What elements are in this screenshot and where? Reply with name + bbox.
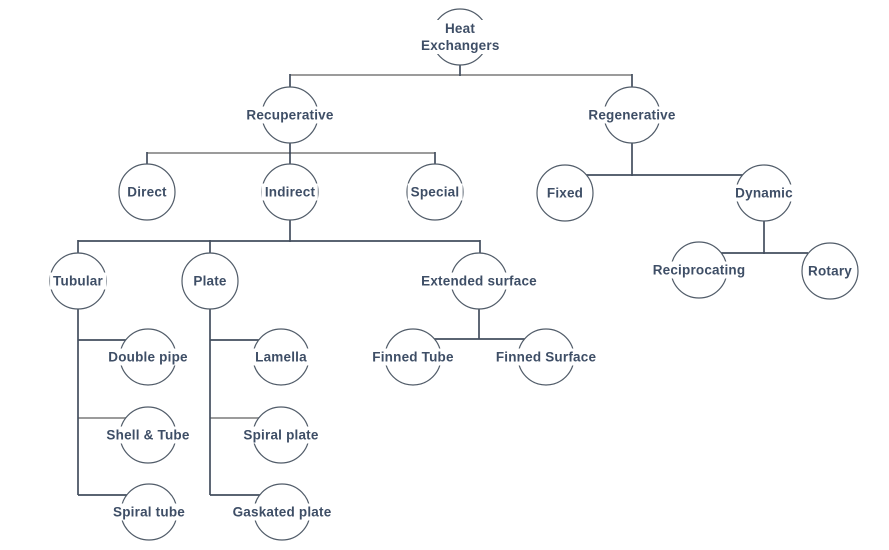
node-indirect: Indirect [261, 183, 319, 201]
node-reciprocating: Reciprocating [649, 261, 749, 279]
node-gaskated-plate: Gaskated plate [229, 503, 335, 521]
node-finned-tube: Finned Tube [369, 348, 457, 366]
node-recuperative: Recuperative [243, 106, 337, 124]
node-plate: Plate [190, 272, 230, 290]
node-double-pipe: Double pipe [105, 348, 191, 366]
node-special: Special [407, 183, 463, 201]
node-heat-exchangers: Heat Exchangers [421, 20, 500, 54]
node-finned-surface: Finned Surface [492, 348, 600, 366]
node-spiral-tube: Spiral tube [110, 503, 188, 521]
node-direct: Direct [124, 183, 170, 201]
connector-lines-dark [77, 63, 808, 496]
node-shell-and-tube: Shell & Tube [103, 426, 193, 444]
node-rotary: Rotary [805, 262, 855, 280]
node-spiral-plate: Spiral plate [240, 426, 322, 444]
node-dynamic: Dynamic [732, 184, 796, 202]
connector-bars-gray [78, 74, 632, 419]
node-lamella: Lamella [252, 348, 310, 366]
node-tubular: Tubular [50, 272, 106, 290]
node-fixed: Fixed [543, 184, 587, 202]
node-extended-surface: Extended surface [418, 272, 540, 290]
node-regenerative: Regenerative [585, 106, 679, 124]
